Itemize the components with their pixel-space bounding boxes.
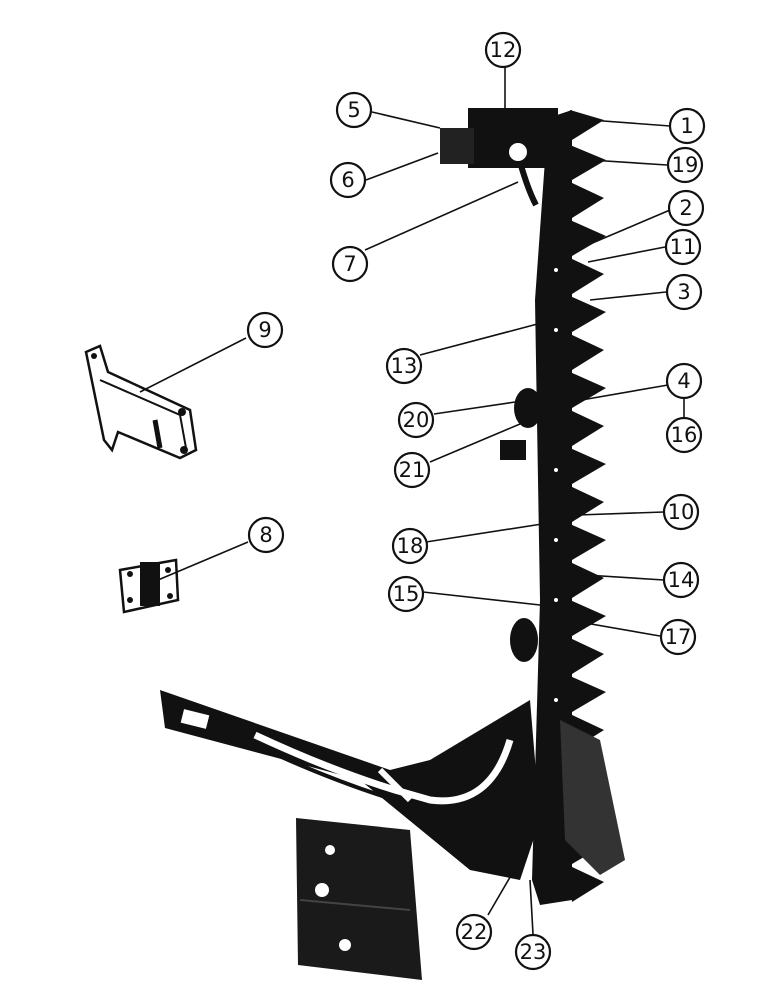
callout-14: 14 (662, 561, 700, 599)
callout-20-label: 20 (403, 408, 430, 432)
drive-head (440, 108, 558, 207)
callout-2: 2 (667, 189, 705, 227)
callout-5: 5 (335, 91, 373, 129)
callout-10: 10 (662, 493, 700, 531)
callout-16: 16 (665, 416, 703, 454)
leader-lines (139, 67, 685, 935)
callout-6: 6 (329, 161, 367, 199)
callout-3-label: 3 (677, 280, 690, 304)
cutter-bar-assembly (440, 108, 625, 905)
callout-7-label: 7 (343, 252, 356, 276)
callout-16-label: 16 (671, 423, 698, 447)
frame-arm (160, 690, 540, 880)
callout-1-label: 1 (680, 114, 693, 138)
mounting-plate (296, 818, 422, 980)
knife-sections (570, 110, 606, 902)
callout-8: 8 (247, 516, 285, 554)
callout-10-label: 10 (668, 500, 695, 524)
callout-12-label: 12 (490, 38, 517, 62)
callout-21-label: 21 (399, 458, 426, 482)
callout-17-label: 17 (665, 625, 692, 649)
callout-19-label: 19 (672, 153, 699, 177)
callout-15-label: 15 (393, 582, 420, 606)
callout-22: 22 (455, 913, 493, 951)
callout-13-label: 13 (391, 354, 418, 378)
callout-4-label: 4 (677, 369, 690, 393)
bracket-part (84, 344, 198, 460)
callout-15: 15 (387, 575, 425, 613)
callout-4: 4 (665, 362, 703, 400)
callout-11-label: 11 (670, 235, 697, 259)
callout-18-label: 18 (397, 534, 424, 558)
callout-2-label: 2 (679, 196, 692, 220)
callout-20: 20 (397, 401, 435, 439)
hinge-plate-part (118, 558, 180, 614)
callout-11: 11 (664, 228, 702, 266)
callout-22-label: 22 (461, 920, 488, 944)
callout-9-label: 9 (258, 318, 271, 342)
callout-17: 17 (659, 618, 697, 656)
callout-23-label: 23 (520, 940, 547, 964)
callout-21: 21 (393, 451, 431, 489)
callout-14-label: 14 (668, 568, 695, 592)
callout-8-label: 8 (259, 523, 272, 547)
callout-23: 23 (514, 933, 552, 971)
callout-18: 18 (391, 527, 429, 565)
callout-1: 1 (668, 107, 706, 145)
callout-19: 19 (666, 146, 704, 184)
callout-9: 9 (246, 311, 284, 349)
callout-7: 7 (331, 245, 369, 283)
callout-6-label: 6 (341, 168, 354, 192)
callout-5-label: 5 (347, 98, 360, 122)
callout-3: 3 (665, 273, 703, 311)
callout-13: 13 (385, 347, 423, 385)
callout-12: 12 (484, 31, 522, 69)
